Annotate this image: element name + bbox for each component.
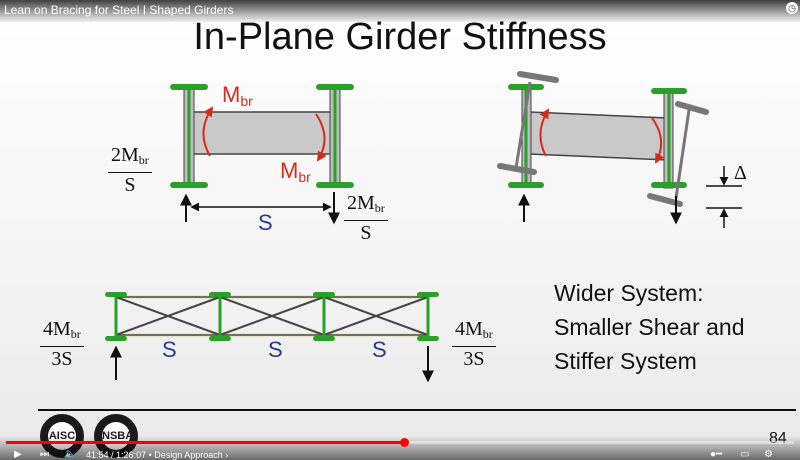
next-icon[interactable]: ⏭ [40,449,49,460]
flange-bottom-right [316,182,354,188]
chapter-title[interactable]: Design Approach [154,450,223,460]
progress-scrubber[interactable] [400,438,409,447]
span-label-1: S [162,337,177,362]
truss-diagonal [219,296,325,336]
flange-top-left [170,84,208,90]
flange-top-right [316,84,354,90]
time-display: 41:54 / 1:26:07 • Design Approach › [86,450,229,460]
flange [209,292,231,297]
reaction-right-fraction: 2Mbr S [344,192,388,244]
autoplay-toggle[interactable]: ●━ [710,449,723,460]
flange [417,336,439,341]
flange [105,336,127,341]
flange-br-deformed [651,182,687,188]
rotated-flange-bottom-left [497,163,537,175]
flange-tl-deformed [508,84,544,90]
delta-label: Δ [734,162,747,184]
volume-icon[interactable]: 🔈 [64,449,77,460]
wide-reaction-right-fraction: 4Mbr 3S [452,318,496,370]
flange [313,336,335,341]
moment-label-top: Mbr [222,82,253,109]
flange [209,336,231,341]
captions-icon[interactable]: ▭ [740,449,750,460]
rotated-web-right [674,109,691,199]
span-label-2: S [268,337,283,362]
truss-diagonal [323,296,429,336]
truss-diagonal [115,296,221,336]
figure-deformed-girders [497,71,742,228]
wider-line-2: Smaller Shear and [554,314,745,340]
watch-later-icon[interactable]: ◷ [786,2,798,14]
flange-bl-deformed [508,182,544,188]
rotated-web-left [514,81,532,169]
figure-wider-system [105,292,439,383]
moment-arrow-deformed-left [539,108,550,157]
wider-line-1: Wider System: [554,280,704,306]
progress-played [6,441,404,444]
slide-title: In-Plane Girder Stiffness [193,16,607,58]
play-icon[interactable]: ▶ [14,449,22,460]
flange [105,292,127,297]
span-label-3: S [372,337,387,362]
figure-girder-pair [170,84,354,225]
flange [313,292,335,297]
deformed-cross-frame [529,111,669,161]
rotated-flange-top-left [517,71,559,83]
wide-reaction-left-fraction: 4Mbr 3S [40,318,84,370]
flange [417,292,439,297]
wider-system-text: Wider System: Smaller Shear and Stiffer … [554,276,745,378]
flange-tr-deformed [651,88,687,94]
moment-arrow-deformed-right [651,117,665,164]
rotated-flange-top-right [675,101,709,115]
settings-icon[interactable]: ⚙ [764,449,773,460]
moment-label-bottom: Mbr [280,158,311,185]
reaction-left-fraction: 2Mbr S [108,144,152,196]
video-title-bar: Lean on Bracing for Steel I Shaped Girde… [0,0,800,22]
moment-arrow-right [315,113,327,162]
flange-bottom-left [170,182,208,188]
moment-arrow-left [202,106,214,157]
wider-line-3: Stiffer System [554,348,697,374]
cross-frame-web [192,111,332,155]
span-label: S [258,210,273,235]
video-title[interactable]: Lean on Bracing for Steel I Shaped Girde… [4,3,234,17]
